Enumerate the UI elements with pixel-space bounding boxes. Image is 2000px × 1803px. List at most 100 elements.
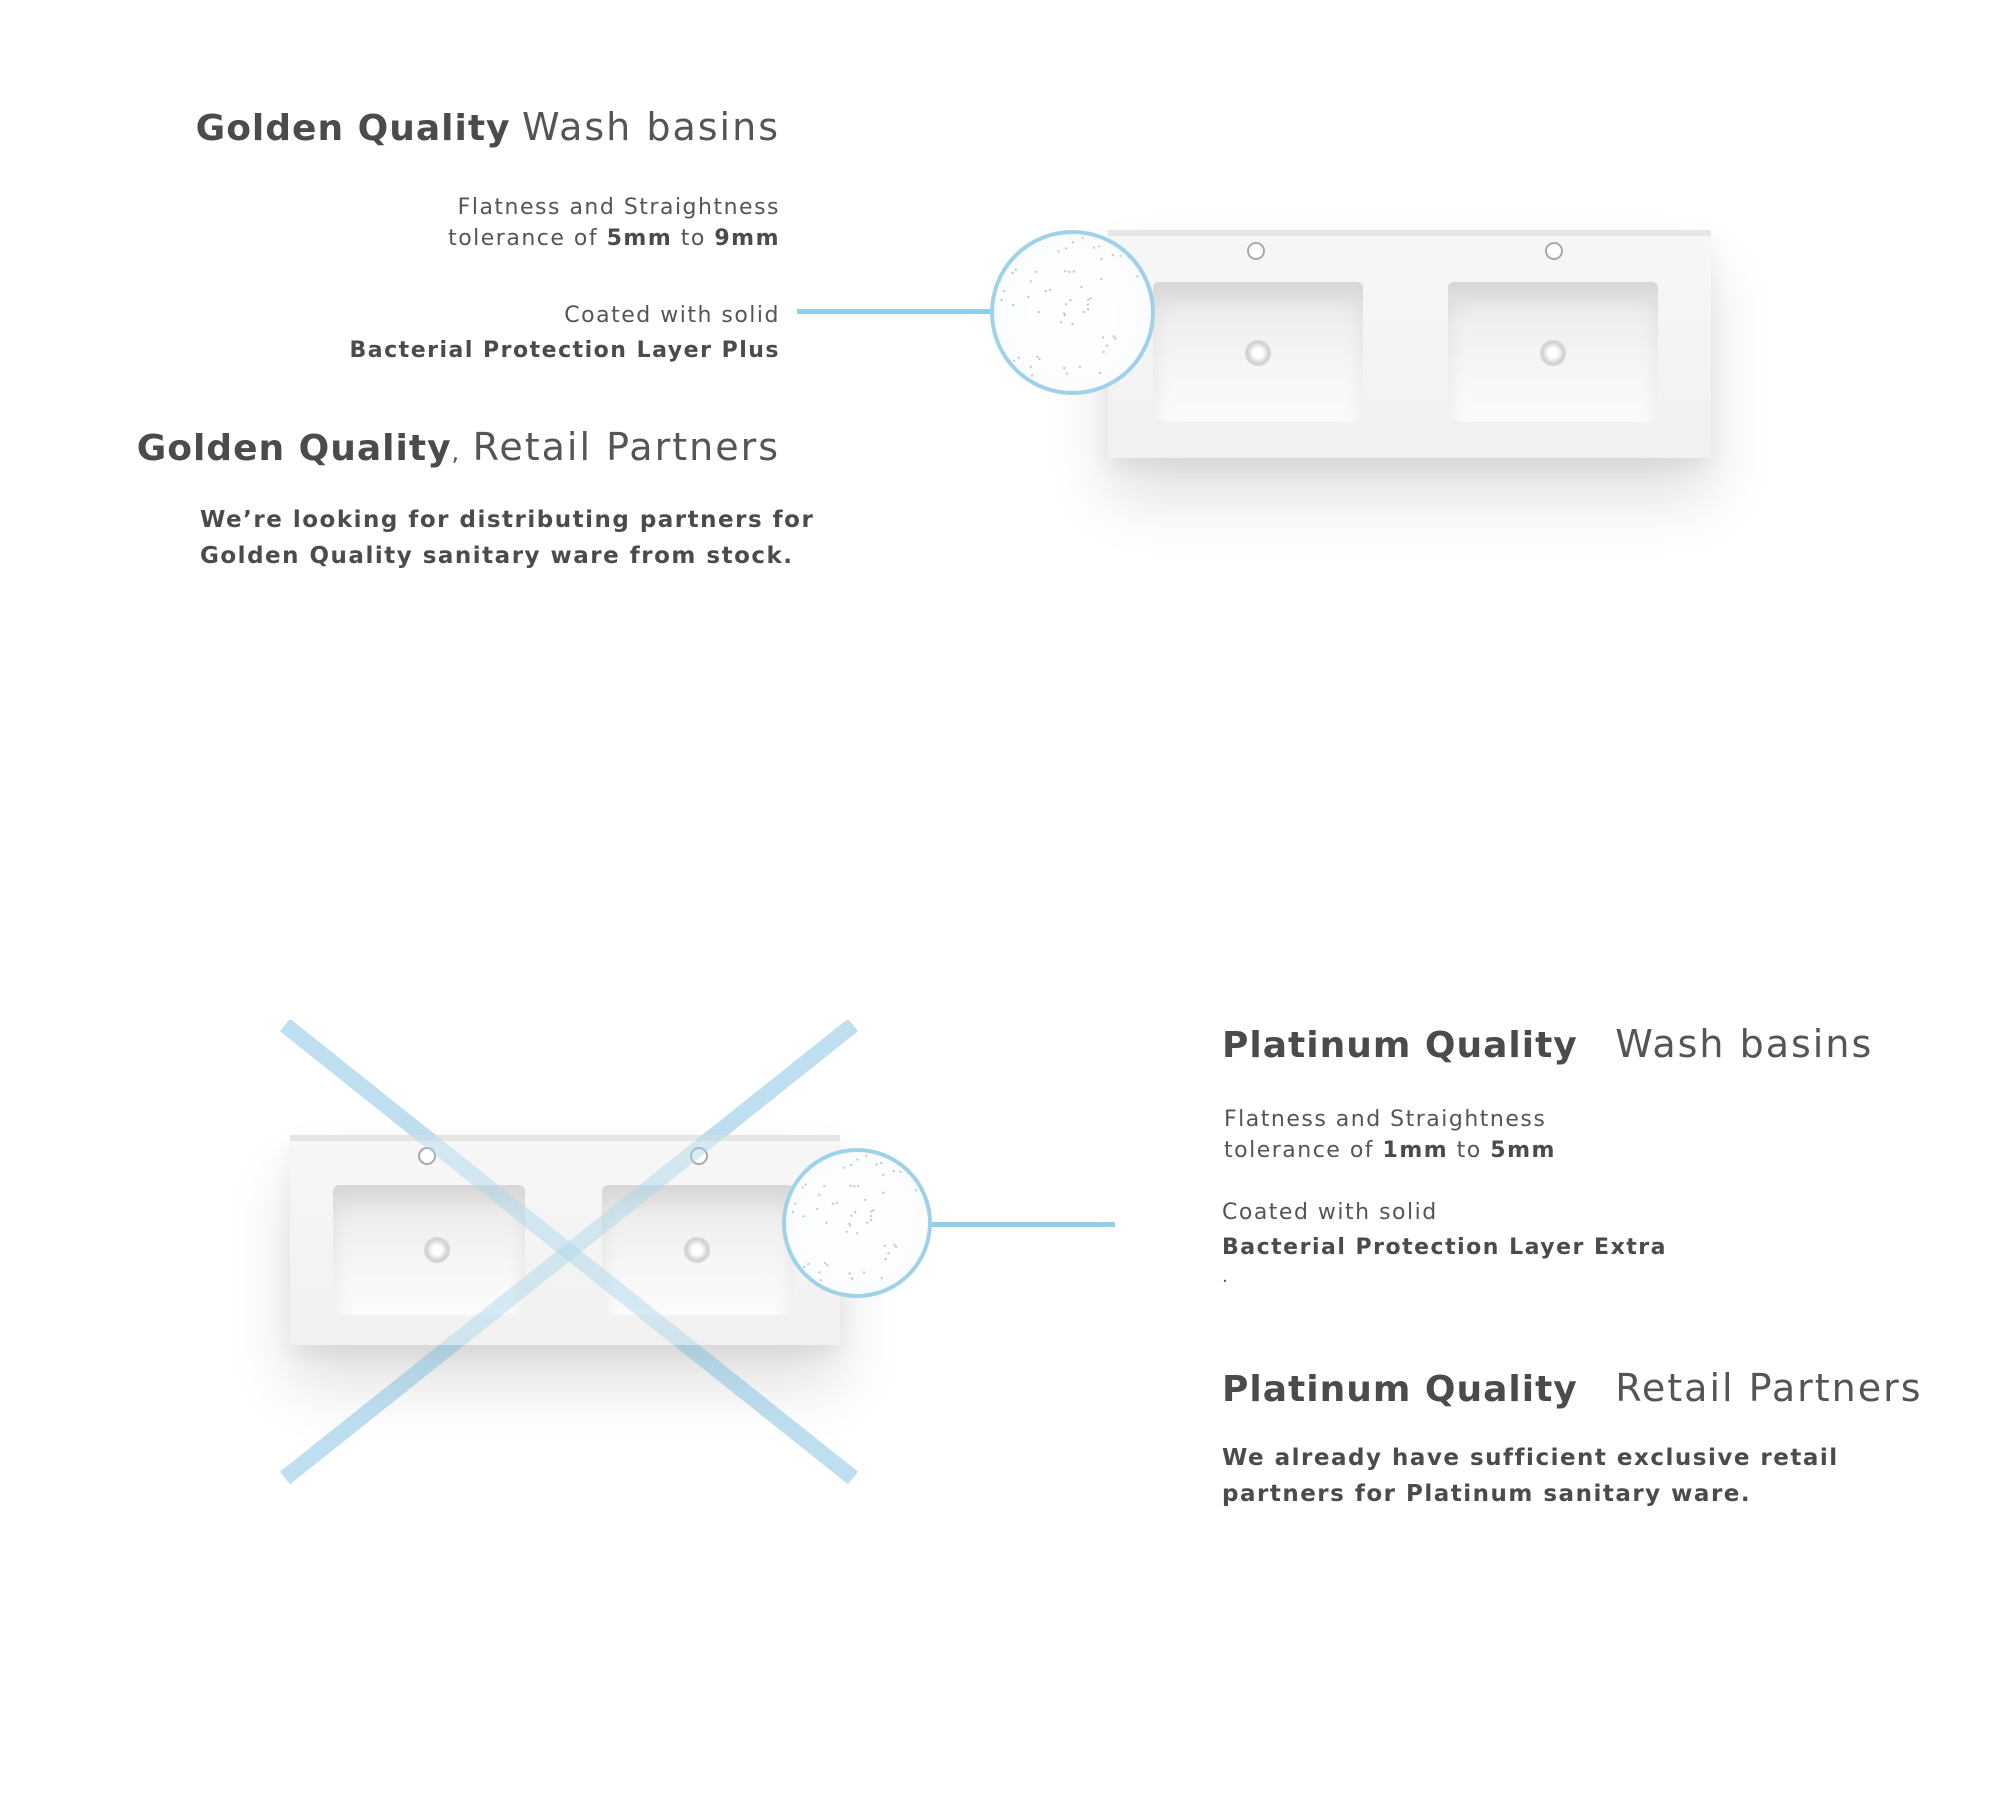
texture-dot (872, 1209, 875, 1212)
texture-dot (1069, 299, 1072, 302)
texture-dot (1059, 320, 1063, 324)
platinum-coated-line: Coated with solid (1222, 1200, 1438, 1225)
texture-dot (880, 1161, 883, 1165)
texture-dot (1141, 370, 1144, 373)
platinum-connector-line (930, 1222, 1115, 1227)
texture-dot (887, 1252, 890, 1255)
texture-dot (856, 1158, 859, 1161)
platinum-heading-bold: Platinum Quality (1222, 1025, 1578, 1066)
texture-dot (994, 290, 997, 293)
texture-dot (1145, 263, 1149, 266)
golden-connector-line (797, 309, 992, 314)
texture-dot (1143, 388, 1146, 391)
golden-flatness-line2: tolerance of 5mm to 9mm (448, 226, 780, 251)
texture-dot (849, 1184, 852, 1187)
texture-dot (816, 1207, 819, 1211)
drain (424, 1237, 450, 1263)
texture-dot (1071, 241, 1075, 244)
texture-dot (994, 353, 997, 357)
texture-dot (1065, 372, 1069, 375)
platinum-coating-text: Coated with solid Bacterial Protection L… (1222, 1197, 1742, 1292)
texture-dot (1005, 236, 1009, 239)
golden-layer: Bacterial Protection Layer Plus (349, 338, 780, 363)
texture-dot (843, 1166, 846, 1169)
texture-dot (796, 1278, 799, 1281)
platinum-flatness-text: Flatness and Straightness tolerance of 1… (1224, 1104, 1724, 1166)
texture-dot (848, 1272, 851, 1275)
golden-partners-line1: We’re looking for distributing partners … (200, 507, 815, 533)
golden-heading-bold: Golden Quality (195, 108, 511, 149)
texture-dot (823, 1289, 826, 1292)
golden-partners-line2: Golden Quality sanitary ware from stock. (200, 543, 794, 569)
texture-dot (1086, 307, 1090, 311)
texture-dot (875, 1163, 878, 1166)
texture-dot (1044, 290, 1047, 293)
texture-dot (1021, 240, 1024, 244)
texture-dot (893, 1243, 896, 1246)
texture-dot (1068, 270, 1071, 273)
platinum-partners-bold: Platinum Quality (1222, 1369, 1578, 1410)
texture-dot (826, 1264, 829, 1267)
golden-flatness-text: Flatness and Straightness tolerance of 5… (300, 192, 780, 254)
platinum-flatness-line1: Flatness and Straightness (1224, 1107, 1547, 1132)
texture-dot (802, 1265, 806, 1269)
texture-dot (1101, 336, 1105, 339)
texture-dot (808, 1152, 812, 1154)
texture-dot (880, 1276, 883, 1280)
texture-dot (1098, 371, 1101, 375)
texture-dot (786, 1260, 789, 1263)
texture-dot (802, 1215, 805, 1218)
drain (684, 1237, 710, 1263)
texture-dot (894, 1245, 898, 1248)
texture-dot (825, 1221, 828, 1224)
drain (1540, 340, 1566, 366)
platinum-layer: Bacterial Protection Layer Extra (1222, 1235, 1667, 1260)
texture-dot (788, 1173, 791, 1176)
texture-dot (1000, 298, 1003, 302)
texture-dot (1111, 253, 1115, 257)
platinum-heading-light: Wash basins (1615, 1022, 1874, 1066)
texture-dot (1119, 254, 1122, 258)
texture-dot (786, 1203, 789, 1206)
texture-dot (1038, 357, 1041, 361)
texture-dot (1089, 297, 1092, 300)
texture-dot (809, 1293, 812, 1294)
texture-dot (1027, 295, 1030, 299)
texture-dot (794, 1202, 797, 1205)
texture-dot (1029, 365, 1032, 369)
texture-dot (1020, 390, 1023, 391)
platinum-flatness-max: 5mm (1490, 1138, 1556, 1163)
texture-dot (1071, 322, 1074, 325)
texture-dot (1112, 335, 1115, 338)
dot-texture (786, 1152, 926, 1294)
texture-dot (1098, 245, 1101, 248)
tap-hole (1247, 242, 1265, 260)
texture-dot (1049, 288, 1052, 292)
texture-dot (1114, 337, 1117, 340)
texture-dot (1031, 374, 1034, 377)
platinum-dot: . (1222, 1266, 1230, 1287)
texture-dot (909, 1291, 912, 1294)
texture-dot (1014, 268, 1017, 271)
texture-dot (851, 1277, 854, 1280)
texture-dot (892, 1169, 895, 1173)
texture-dot (831, 1202, 835, 1205)
golden-coated-line: Coated with solid (564, 303, 780, 328)
texture-dot (1064, 303, 1068, 306)
texture-dot (866, 1221, 869, 1224)
texture-dot (884, 1257, 887, 1261)
golden-partners-text: We’re looking for distributing partners … (200, 502, 815, 574)
platinum-flatness-min: 1mm (1382, 1138, 1449, 1163)
texture-dot (1081, 236, 1084, 240)
texture-dot (1064, 270, 1067, 273)
texture-dot (919, 1275, 922, 1278)
platinum-heading: Platinum Quality Wash basins (1222, 1022, 1922, 1066)
tap-hole (418, 1147, 436, 1165)
platinum-magnifier-circle (782, 1148, 932, 1298)
golden-flatness-max: 9mm (714, 226, 780, 251)
tap-hole (1545, 242, 1563, 260)
texture-dot (854, 1210, 857, 1214)
texture-dot (818, 1271, 821, 1274)
texture-dot (1017, 356, 1020, 359)
texture-dot (1145, 284, 1148, 288)
